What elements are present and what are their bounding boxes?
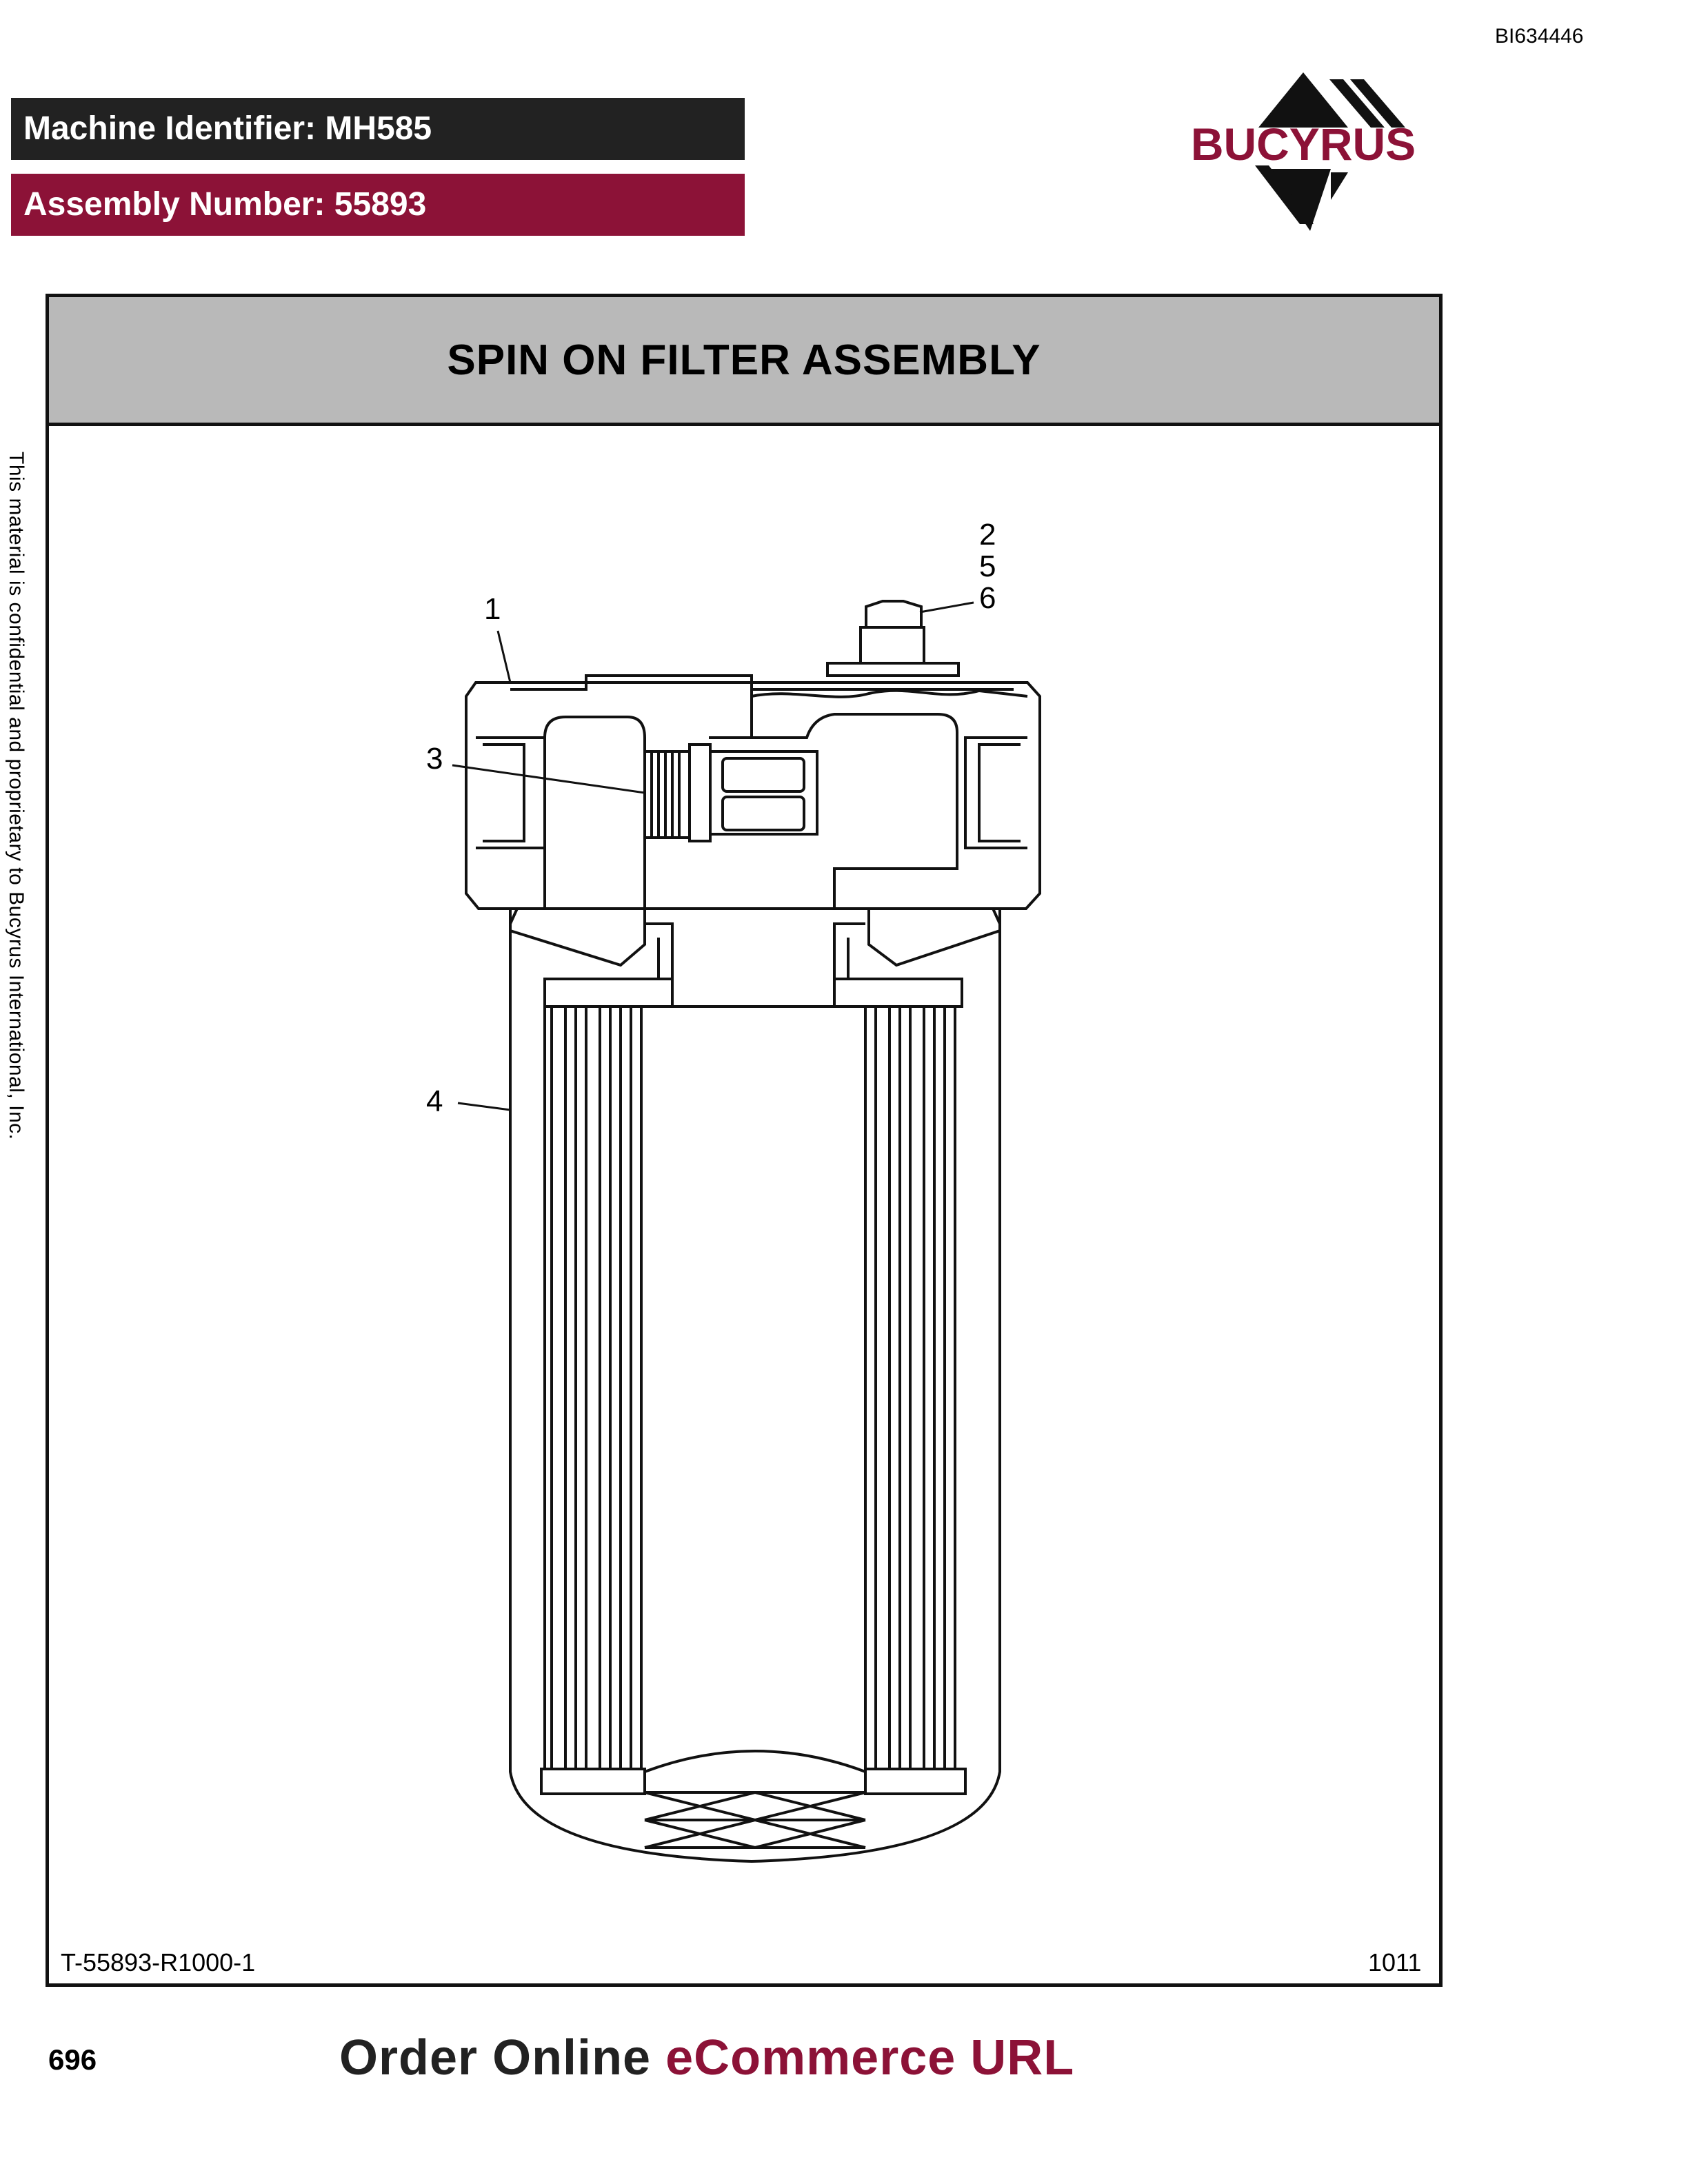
logo-wordmark: BUCYRUS (1191, 119, 1416, 170)
leader-lines (452, 601, 974, 1111)
callout-4: 4 (426, 1084, 443, 1118)
indicator-fitting (826, 600, 960, 677)
order-online-link[interactable]: Order Online eCommerce URL (339, 2030, 1074, 2086)
mounting-adapter (509, 908, 1001, 1008)
logo-stripe-1 (1329, 79, 1385, 128)
order-online-text: Order Online (339, 2030, 666, 2085)
logo-stripe-5 (1331, 172, 1348, 200)
callout-5: 5 (979, 549, 996, 583)
bypass-valve (645, 743, 818, 842)
callout-2: 2 (979, 518, 996, 552)
ecommerce-url-text: eCommerce URL (665, 2030, 1075, 2085)
callout-3: 3 (426, 742, 443, 776)
logo-stripe-2 (1350, 79, 1405, 128)
machine-identifier-banner: Machine Identifier: MH585 (11, 98, 745, 160)
logo-stripe-3 (1269, 169, 1331, 231)
callout-6: 6 (979, 581, 996, 615)
callout-1: 1 (484, 592, 501, 626)
figure-title: SPIN ON FILTER ASSEMBLY (447, 336, 1041, 384)
filter-canister (509, 931, 1001, 1863)
logo-triangle (1258, 72, 1348, 128)
assembly-number-banner: Assembly Number: 55893 (11, 174, 745, 236)
filter-head (465, 674, 1041, 910)
logo-stripe-4 (1255, 165, 1314, 224)
page-number: 696 (48, 2043, 97, 2076)
revision-code: 1011 (1368, 1948, 1422, 1976)
confidentiality-note: This material is confidential and propri… (5, 452, 28, 1140)
bucyrus-logo: BUCYRUS (1191, 72, 1416, 231)
figure-frame: SPIN ON FILTER ASSEMBLY (46, 294, 1443, 1987)
figure-title-bar: SPIN ON FILTER ASSEMBLY (49, 297, 1439, 426)
document-id: BI634446 (1495, 25, 1584, 48)
drawing-code: T-55893-R1000-1 (61, 1948, 256, 1976)
